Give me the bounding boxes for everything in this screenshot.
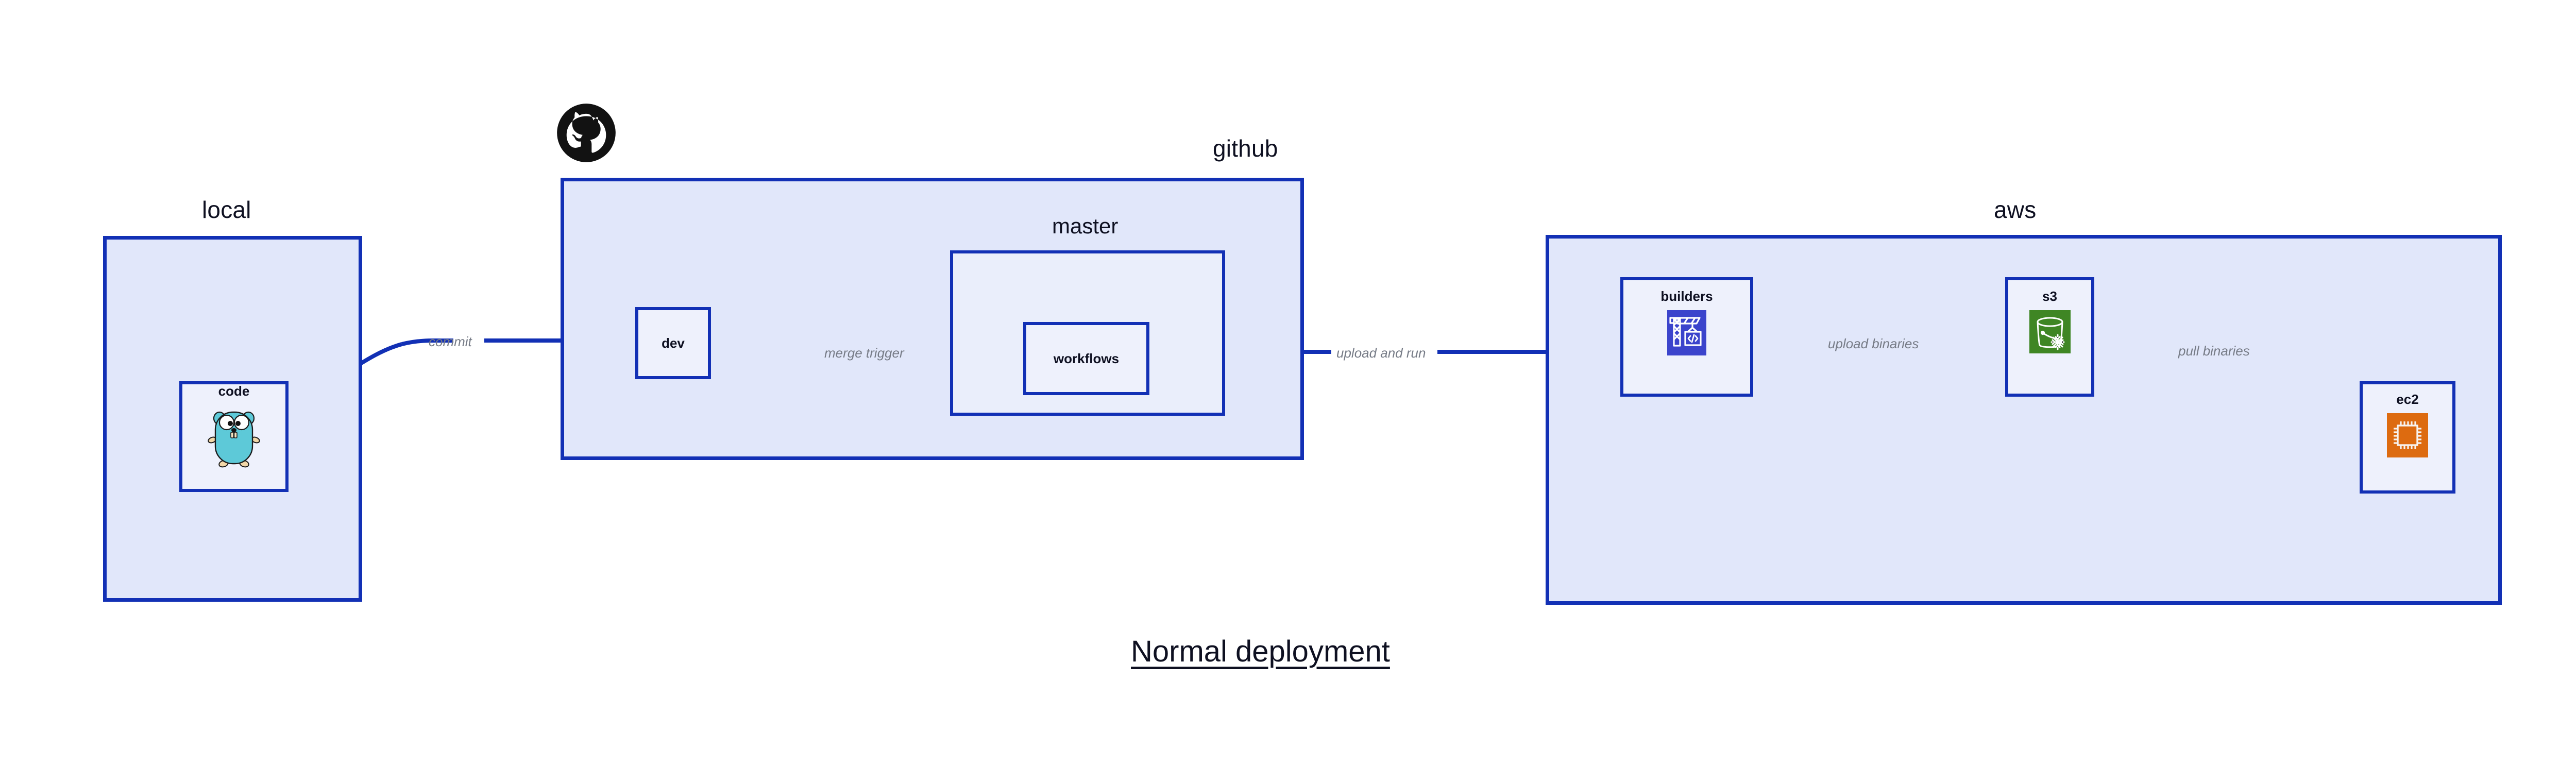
node-ec2[interactable]: ec2 xyxy=(2360,381,2455,494)
node-label-ec2: ec2 xyxy=(2396,392,2419,407)
node-label-dev: dev xyxy=(662,335,685,351)
group-caption-github: github xyxy=(1213,135,1278,162)
github-octocat-logo xyxy=(556,103,616,165)
edge-label-upload-and-run: upload and run xyxy=(1336,345,1426,361)
group-caption-aws: aws xyxy=(1994,196,2037,223)
aws-ec2-icon xyxy=(2387,413,2428,460)
edge-label-commit: commit xyxy=(429,334,472,349)
node-dev[interactable]: dev xyxy=(635,307,711,379)
node-builders[interactable]: builders xyxy=(1620,277,1753,397)
aws-s3-glacier-icon xyxy=(2029,310,2071,356)
node-label-s3: s3 xyxy=(2042,288,2057,304)
node-workflows[interactable]: workflows xyxy=(1023,322,1149,395)
group-caption-local: local xyxy=(202,196,251,223)
edge-label-merge-trigger: merge trigger xyxy=(824,345,904,361)
go-gopher-icon xyxy=(207,405,261,471)
node-label-builders: builders xyxy=(1660,288,1713,304)
edge-label-pull-binaries: pull binaries xyxy=(2178,343,2250,359)
aws-codebuild-icon xyxy=(1667,310,1706,358)
diagram-title: Normal deployment xyxy=(1131,635,1390,668)
node-code[interactable]: code xyxy=(179,381,289,492)
subgroup-caption-master: master xyxy=(1052,214,1118,238)
node-label-workflows: workflows xyxy=(1053,351,1120,366)
edge-label-upload-binaries: upload binaries xyxy=(1828,336,1919,351)
node-label-code: code xyxy=(218,383,250,399)
node-s3[interactable]: s3 xyxy=(2005,277,2094,397)
